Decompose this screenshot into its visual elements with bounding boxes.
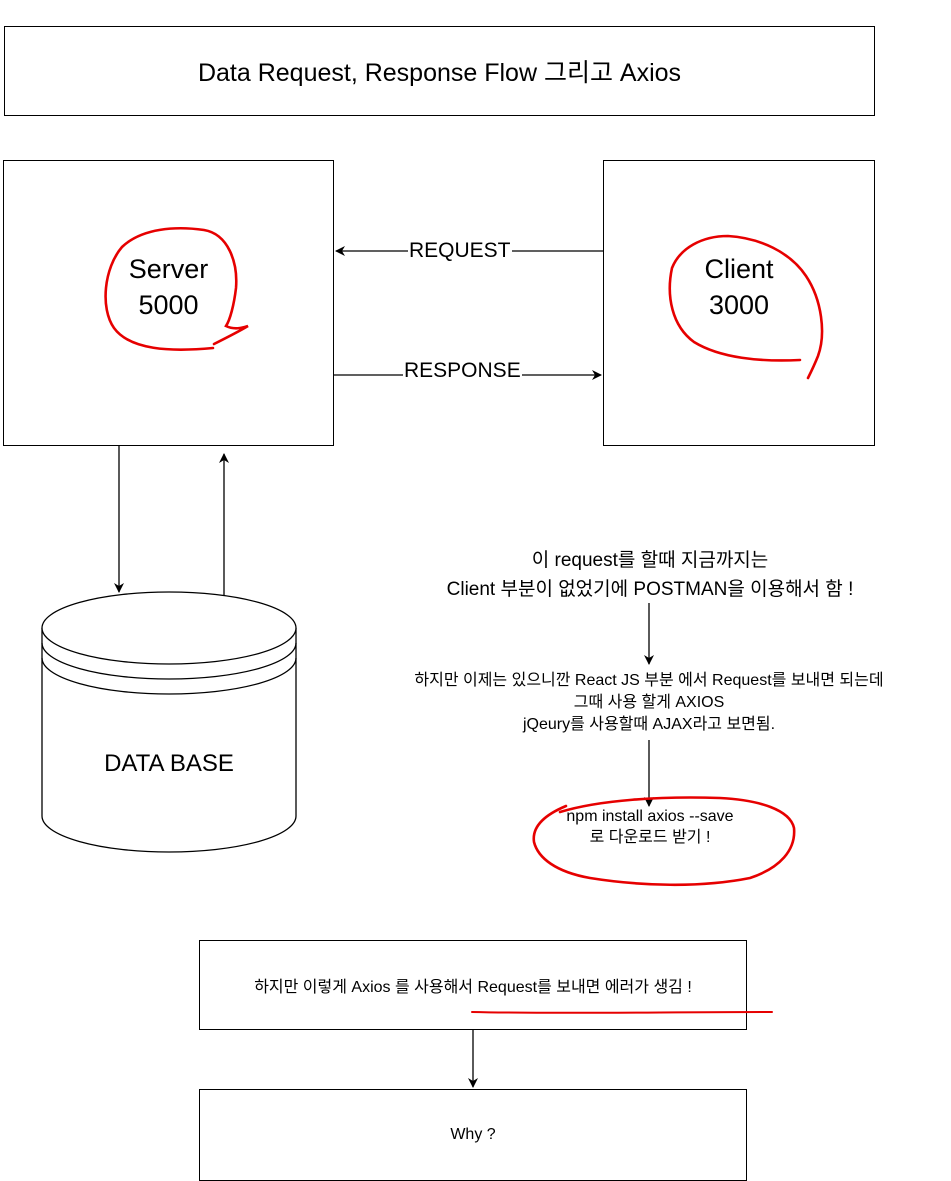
response-label: RESPONSE bbox=[403, 359, 522, 382]
note3-line1: npm install axios --save bbox=[566, 808, 734, 825]
page-title: Data Request, Response Flow 그리고 Axios bbox=[197, 59, 682, 87]
request-label: REQUEST bbox=[408, 239, 512, 262]
note1: 이 request를 할때 지금까지는 Client 부분이 없었기에 POST… bbox=[370, 546, 930, 604]
client-name: Client bbox=[704, 254, 774, 284]
server-label: Server 5000 bbox=[129, 251, 209, 323]
note1-line1: 이 request를 할때 지금까지는 bbox=[531, 550, 769, 571]
note3: npm install axios --save 로 다운로드 받기 ! bbox=[520, 806, 780, 848]
request-underline-annotation bbox=[471, 1011, 773, 1014]
database-label: DATA BASE bbox=[104, 750, 234, 777]
client-circle-annotation bbox=[668, 234, 824, 380]
server-port: 5000 bbox=[138, 290, 199, 320]
client-port: 3000 bbox=[708, 290, 770, 320]
server-name: Server bbox=[128, 254, 209, 284]
note2-line1: 하지만 이제는 있으니깐 React JS 부분 에서 Request를 보내면… bbox=[414, 672, 884, 689]
npm-circle-annotation bbox=[532, 796, 796, 887]
note2: 하지만 이제는 있으니깐 React JS 부분 에서 Request를 보내면… bbox=[362, 670, 936, 736]
error-text: 하지만 이렇게 Axios 를 사용해서 Request를 보내면 에러가 생김… bbox=[254, 979, 692, 996]
why-text: Why ? bbox=[450, 1126, 496, 1143]
note1-line2: Client 부분이 없었기에 POSTMAN을 이용해서 함 ! bbox=[446, 579, 854, 600]
client-box: Client 3000 bbox=[603, 160, 875, 446]
server-box: Server 5000 bbox=[3, 160, 334, 446]
error-box: 하지만 이렇게 Axios 를 사용해서 Request를 보내면 에러가 생김… bbox=[199, 940, 747, 1030]
database-cylinder bbox=[41, 591, 297, 853]
why-box: Why ? bbox=[199, 1089, 747, 1181]
title-box: Data Request, Response Flow 그리고 Axios bbox=[4, 26, 875, 116]
note2-line3: jQeury를 사용할때 AJAX라고 보면됨. bbox=[522, 716, 776, 733]
server-circle-annotation bbox=[104, 227, 249, 351]
note3-line2: 로 다운로드 받기 ! bbox=[589, 829, 711, 846]
note2-line2: 그때 사용 할게 AXIOS bbox=[573, 694, 725, 711]
client-label: Client 3000 bbox=[704, 251, 773, 323]
